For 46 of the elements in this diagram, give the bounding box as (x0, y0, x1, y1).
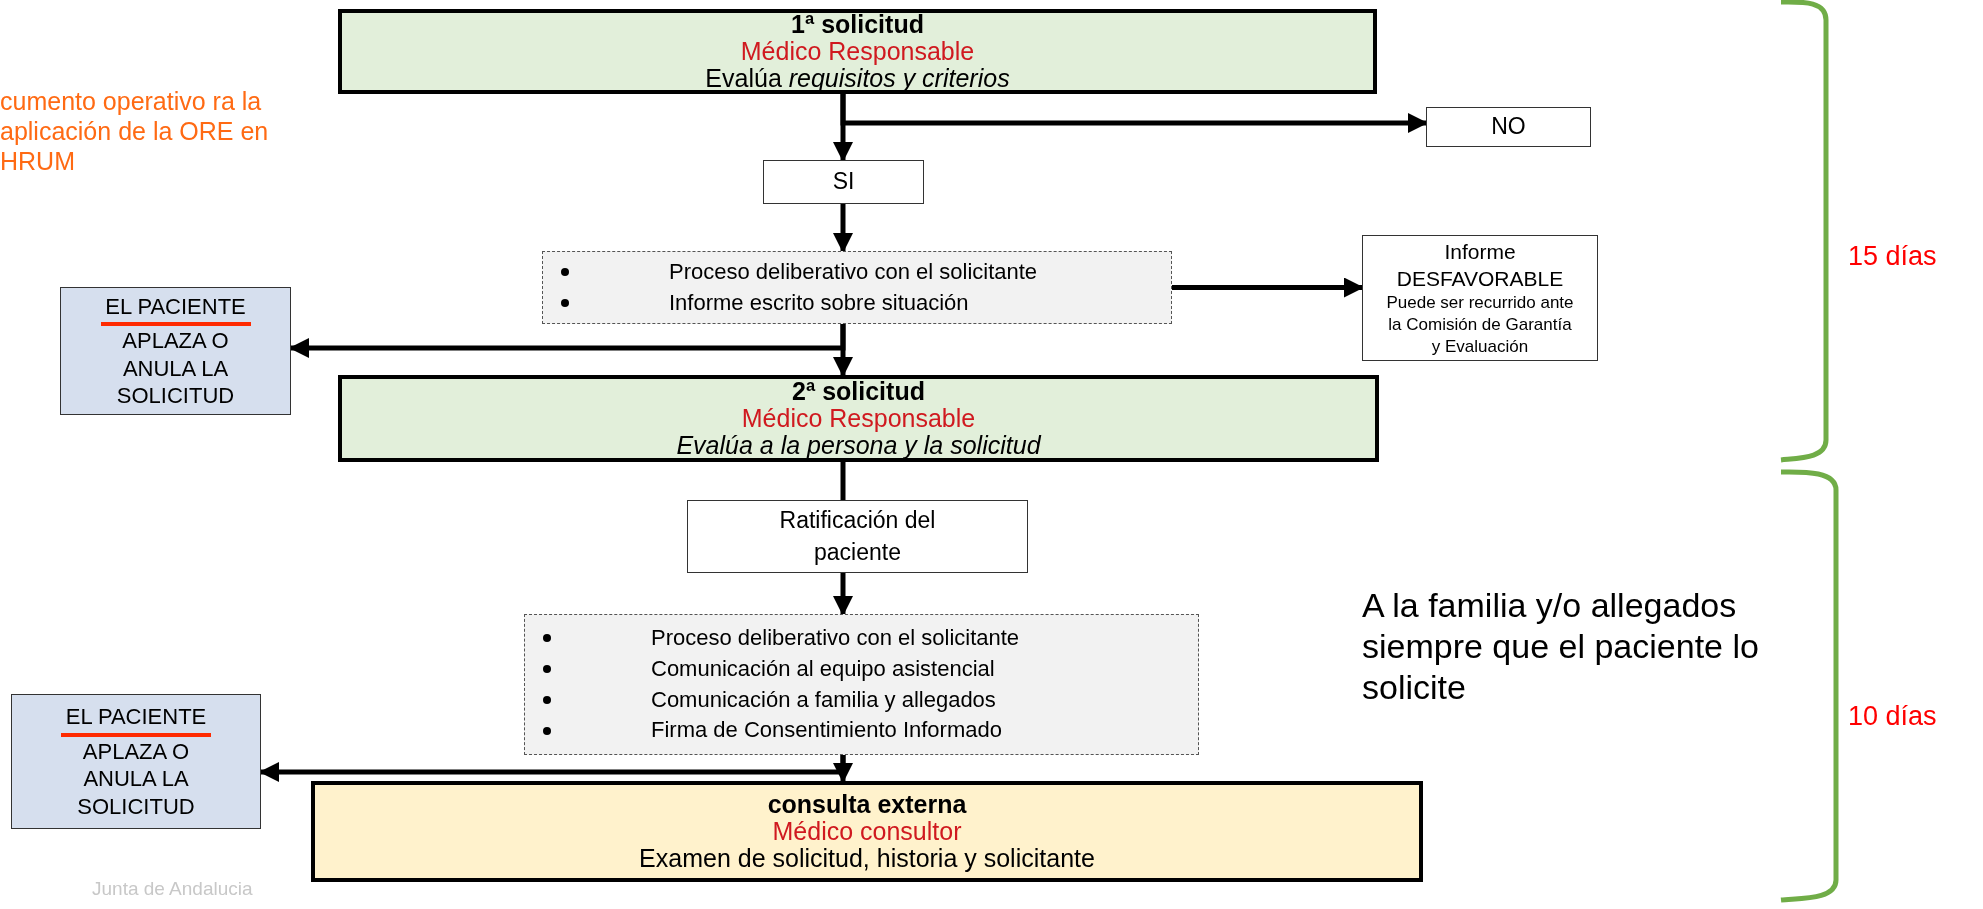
bullet-item: Proceso deliberativo con el solicitante (651, 623, 1020, 652)
step-title: 1ª solicitud (791, 11, 924, 38)
arrow (289, 324, 846, 358)
bullet-item: Informe escrito sobre situación (669, 288, 969, 317)
step-text: SI (831, 167, 856, 197)
bullet-item: Comunicación a familia y allegados (651, 685, 996, 714)
decision-box (763, 160, 924, 204)
side-text: ANULA LA SOLICITUD (115, 354, 236, 410)
arrow (259, 755, 846, 782)
step-description: Evalúa a la persona y la solicitud (676, 432, 1041, 459)
arrow (840, 94, 1428, 133)
decision-box (1426, 107, 1591, 147)
dashed-list-box (524, 614, 1199, 755)
role-text: Médico Responsable (740, 38, 975, 65)
arrow (1172, 277, 1364, 298)
outcome-box (60, 287, 291, 415)
process-box (338, 375, 1379, 462)
arrow (833, 204, 853, 253)
struck-text: APLAZA O (121, 327, 230, 355)
step-description: Examen de solicitud, historia y solicitante (639, 845, 1095, 872)
outcome-box (11, 694, 261, 829)
document-note: cumento operativo ra la aplicación de la ORE en HRUM (0, 86, 270, 176)
role-text: Médico consultor (772, 818, 962, 845)
role-text: Médico Responsable (741, 405, 976, 432)
decision-box (687, 500, 1028, 573)
bullet-item: Firma de Consentimiento Informado (651, 716, 1002, 745)
process-box (311, 781, 1423, 882)
struck-text: APLAZA O (81, 737, 191, 765)
report-note: Puede ser recurrido ante la Comisión de Garantía y Evaluación (1385, 292, 1575, 359)
step-text: Ratificación del paciente (778, 506, 937, 567)
report-title: Informe DESFAVORABLE (1395, 238, 1565, 292)
process-box (338, 9, 1377, 94)
side-text: EL PACIENTE (64, 703, 208, 731)
step-text: NO (1490, 112, 1527, 142)
report-box (1362, 235, 1598, 361)
side-text: EL PACIENTE (104, 292, 247, 320)
step-title: consulta externa (767, 791, 967, 818)
step-title: 2ª solicitud (792, 378, 925, 405)
dashed-list-box (542, 251, 1172, 324)
bullet-item: Proceso deliberativo con el solicitante (669, 257, 1038, 286)
side-text: ANULA LA SOLICITUD (76, 765, 196, 820)
duration-label: 15 días (1848, 240, 1938, 273)
duration-label: 10 días (1848, 700, 1938, 733)
arrow (833, 573, 853, 616)
bullet-item: Comunicación al equipo asistencial (651, 654, 995, 683)
note-text: A la familia y/o allegados siempre que el paciente lo solicite (1362, 585, 1760, 708)
